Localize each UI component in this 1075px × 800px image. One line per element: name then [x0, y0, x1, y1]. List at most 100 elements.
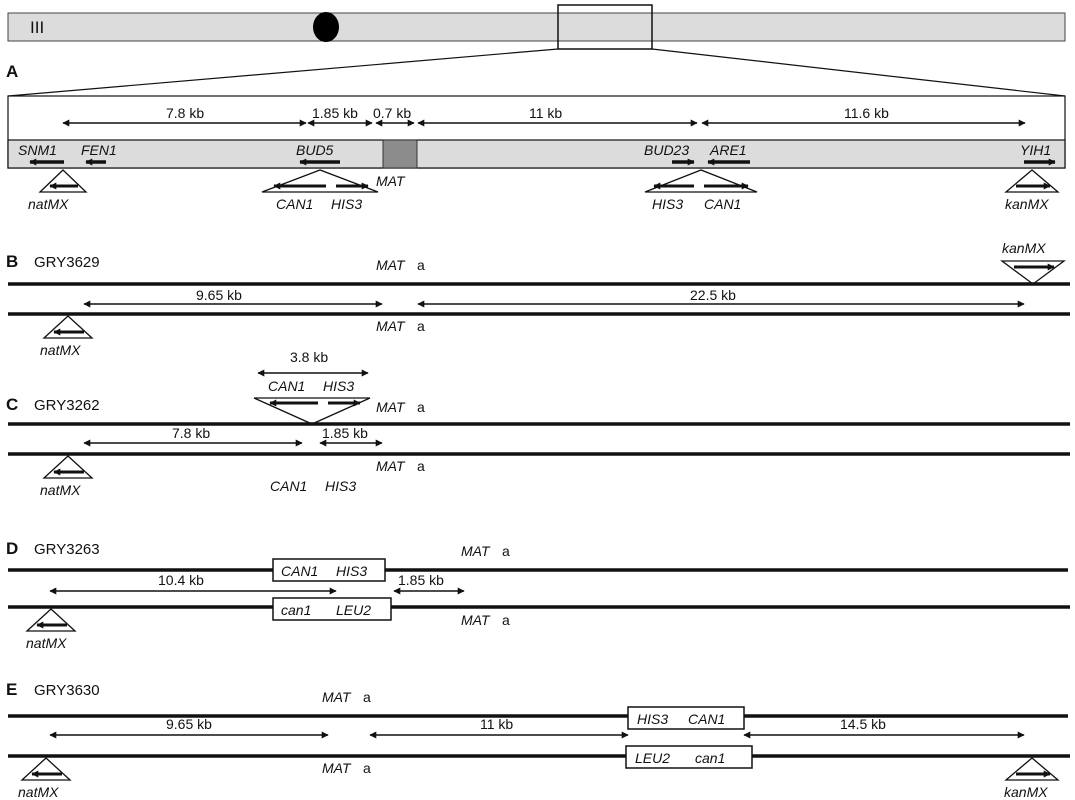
marker-label: kanMX: [1002, 240, 1046, 256]
marker-label: natMX: [40, 482, 81, 498]
distance-label: 9.65 kb: [196, 287, 242, 303]
marker-label: HIS3: [331, 196, 362, 212]
gene-label: BUD5: [296, 142, 334, 158]
zoom-line-left: [7, 48, 559, 97]
distance-label: 14.5 kb: [840, 716, 886, 732]
gene-label: FEN1: [81, 142, 117, 158]
mat-label: MAT: [322, 760, 352, 776]
mat-label: MAT: [376, 399, 406, 415]
mat-label: MAT: [322, 689, 352, 705]
zoom-line-right: [651, 48, 1066, 97]
mat-label: MAT: [461, 543, 491, 559]
distance-label: 1.85 kb: [322, 425, 368, 441]
marker-triangle: [42, 455, 94, 479]
distance-label: 7.8 kb: [172, 425, 210, 441]
mat-allele: a: [417, 318, 425, 334]
gene-label: SNM1: [18, 142, 57, 158]
mat-allele: a: [363, 760, 371, 776]
marker-triangle: [20, 757, 72, 781]
chromosome-label: III: [30, 18, 44, 37]
distance-label: 1.85 kb: [398, 572, 444, 588]
insert-gene-label: can1: [695, 750, 725, 766]
mat-label: MAT: [376, 257, 406, 273]
panel-letter: D: [6, 539, 18, 558]
mat-allele: a: [502, 543, 510, 559]
strain-label: GRY3629: [34, 254, 100, 271]
mat-label: MAT: [376, 458, 406, 474]
strain-label: GRY3262: [34, 397, 100, 414]
insert-gene-label: HIS3: [323, 378, 354, 394]
marker-triangle: [644, 169, 758, 193]
panel-letter: A: [6, 62, 18, 81]
marker-label: kanMX: [1004, 784, 1048, 800]
distance-label: 11.6 kb: [844, 105, 889, 121]
mat-allele: a: [417, 257, 425, 273]
marker-label: CAN1: [704, 196, 741, 212]
mat-locus-box: [382, 139, 418, 169]
marker-label: kanMX: [1005, 196, 1049, 212]
insert-gene-label: can1: [281, 602, 311, 618]
marker-label: CAN1: [276, 196, 313, 212]
distance-label: 0.7 kb: [373, 105, 411, 121]
marker-triangle: [261, 169, 379, 193]
marker-label: natMX: [40, 342, 81, 358]
marker-label: natMX: [26, 635, 67, 651]
mat-allele: a: [417, 458, 425, 474]
gene-label: HIS3: [325, 478, 356, 494]
distance-label: 22.5 kb: [690, 287, 736, 303]
mat-allele: a: [417, 399, 425, 415]
marker-triangle: [1004, 757, 1060, 781]
panel-letter: B: [6, 252, 18, 271]
distance-label: 10.4 kb: [158, 572, 204, 588]
panel-d: D GRY3263 MAT a CAN1 HIS3 10.4 kb 1.85 k…: [6, 539, 1070, 651]
marker-triangle: [38, 169, 88, 193]
zoomed-chromosome-bar: [7, 139, 1066, 169]
mat-label: MAT: [376, 318, 406, 334]
gene-label: CAN1: [270, 478, 307, 494]
distance-label: 11 kb: [529, 105, 562, 121]
panel-c: 3.8 kb CAN1 HIS3 C GRY3262 MAT a 7.8 kb …: [6, 349, 1070, 498]
marker-triangle: [25, 608, 77, 632]
mat-allele: a: [363, 689, 371, 705]
mat-allele: a: [502, 612, 510, 628]
panel-letter: C: [6, 395, 18, 414]
distance-label: 11 kb: [480, 716, 513, 732]
marker-triangle: [42, 315, 94, 339]
marker-label: natMX: [28, 196, 69, 212]
mat-label: MAT: [461, 612, 491, 628]
panel-e: E GRY3630 MAT a HIS3 CAN1 9.65 kb 11 kb …: [6, 680, 1070, 800]
insert-gene-label: LEU2: [635, 750, 670, 766]
gene-label: ARE1: [709, 142, 747, 158]
distance-label: 7.8 kb: [166, 105, 204, 121]
insert-gene-label: CAN1: [281, 563, 318, 579]
insert-gene-label: LEU2: [336, 602, 371, 618]
distance-label: 3.8 kb: [290, 349, 328, 365]
panel-b: B GRY3629 MAT a kanMX 9.65 kb 22.5 kb MA…: [6, 240, 1070, 358]
zoom-window: [557, 4, 653, 50]
insert-gene-label: HIS3: [637, 711, 668, 727]
strain-label: GRY3263: [34, 541, 100, 558]
insert-box: [272, 558, 386, 582]
marker-triangle: [1004, 169, 1060, 193]
insert-box: [272, 597, 392, 621]
marker-triangle: [1000, 260, 1066, 285]
chromosome-overview: III: [7, 4, 1066, 97]
strain-label: GRY3630: [34, 682, 100, 699]
distance-label: 1.85 kb: [312, 105, 358, 121]
mat-label: MAT: [376, 173, 406, 189]
insert-box: [625, 745, 753, 769]
gene-label: BUD23: [644, 142, 689, 158]
panel-letter: E: [6, 680, 17, 699]
marker-label: HIS3: [652, 196, 683, 212]
chromosome-bar: [7, 12, 1066, 42]
insert-box: [627, 706, 745, 730]
marker-label: natMX: [18, 784, 59, 800]
distance-label: 9.65 kb: [166, 716, 212, 732]
insert-gene-label: HIS3: [336, 563, 367, 579]
gene-label: YIH1: [1020, 142, 1051, 158]
panel-a: A 7.8 kb 1.85 kb 0.7 kb 11 kb 11.6 kb SN…: [6, 62, 1066, 212]
centromere: [313, 12, 339, 42]
insert-gene-label: CAN1: [268, 378, 305, 394]
insert-gene-label: CAN1: [688, 711, 725, 727]
